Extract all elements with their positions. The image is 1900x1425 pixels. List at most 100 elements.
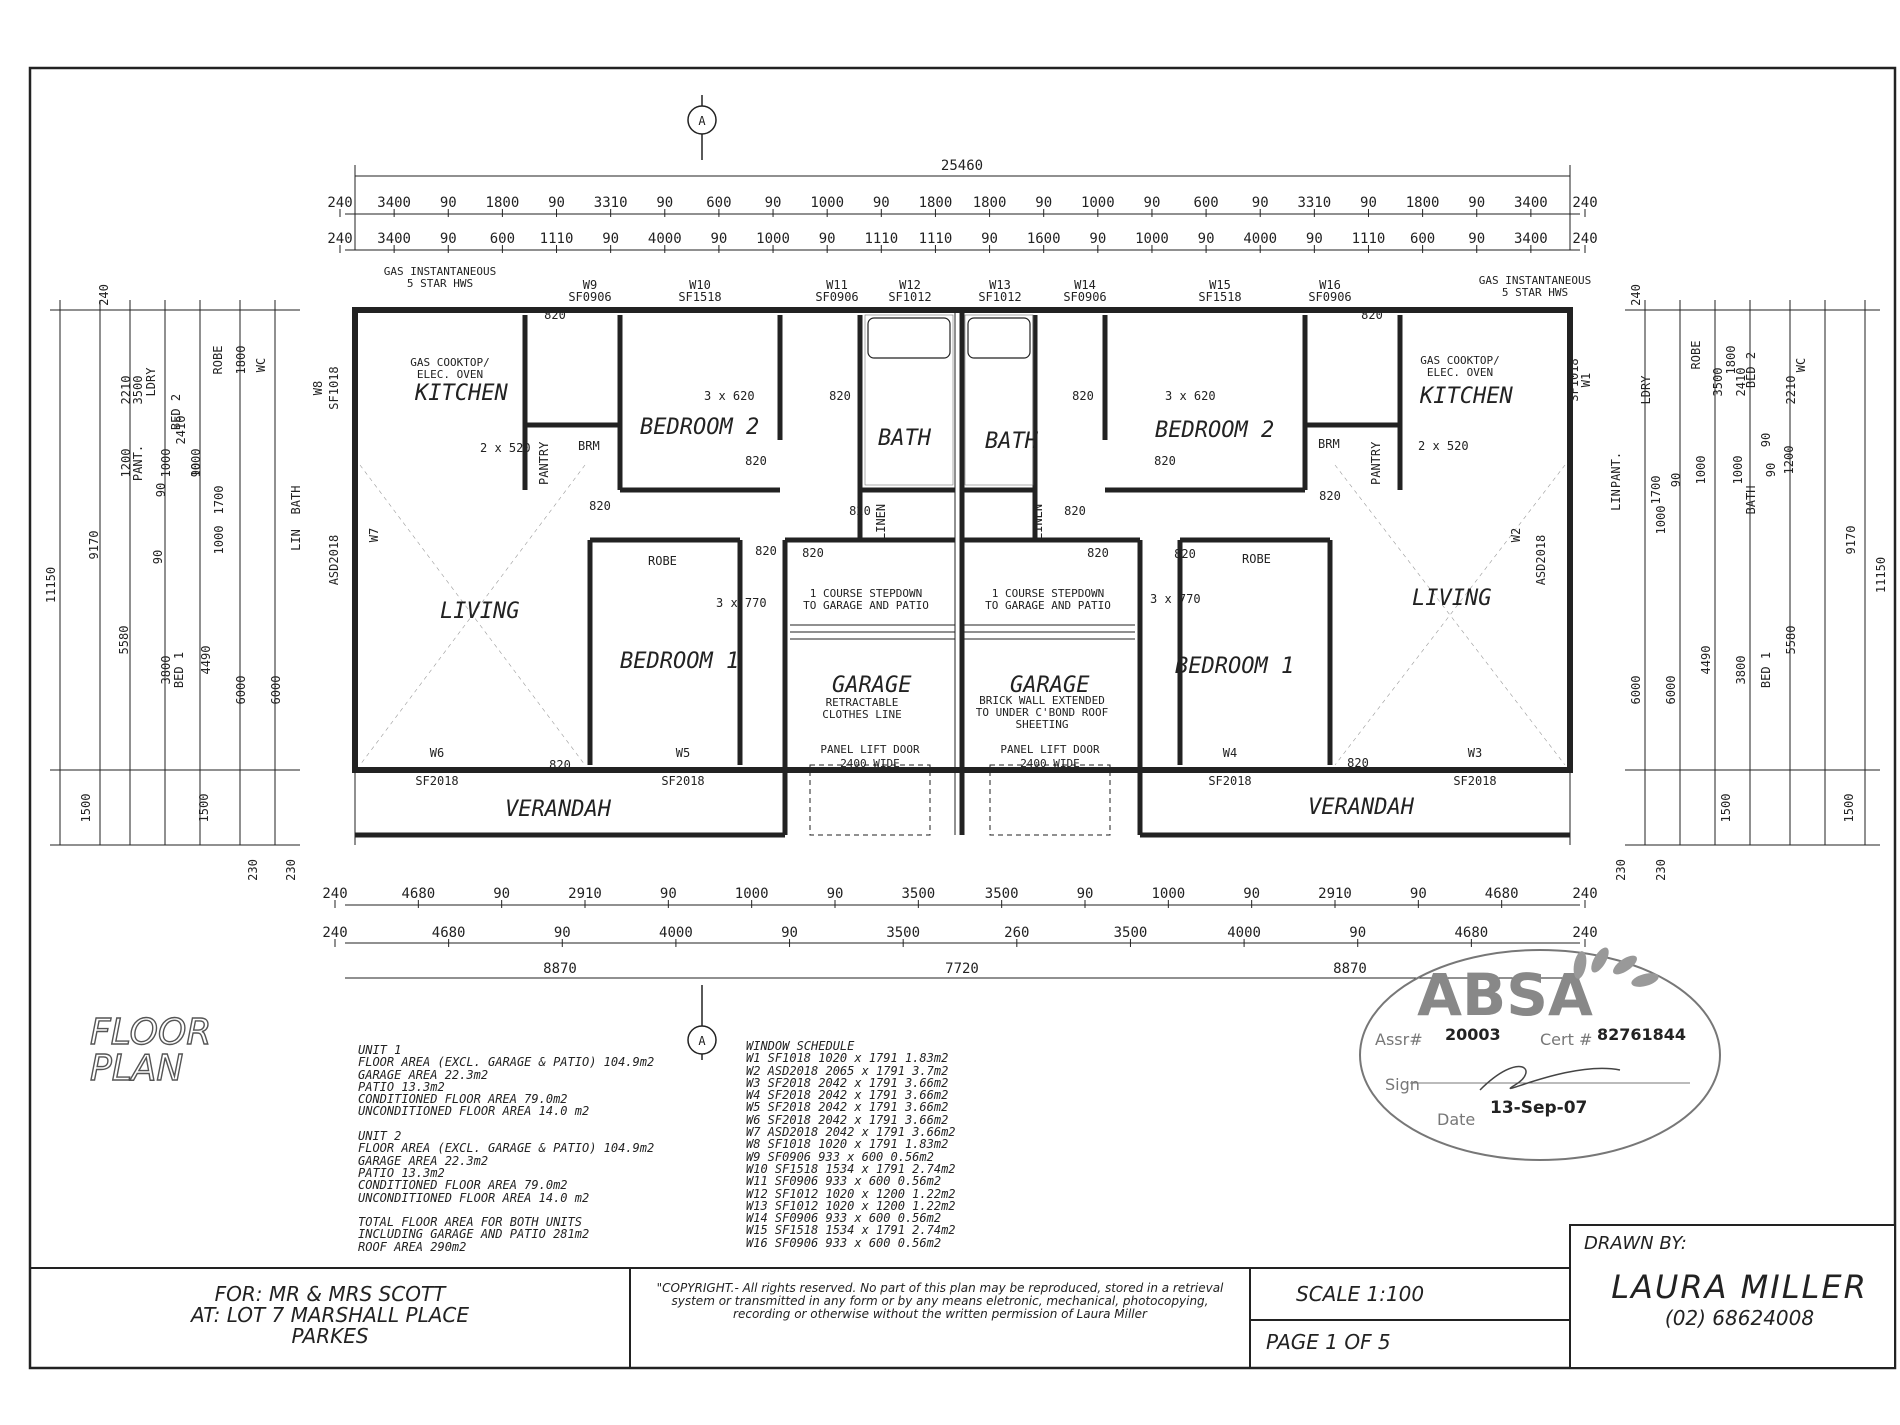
door-tag: 820 — [755, 544, 777, 558]
bathtub-unit2 — [967, 317, 1031, 359]
absa-sun-icon — [1573, 947, 1659, 987]
bottom-dim-label: 90 — [1077, 886, 1094, 902]
left-dim-label: BATH — [289, 486, 303, 515]
window-tag: SF1518 — [1198, 290, 1241, 304]
bedroom2-label-unit1: BEDROOM 2 — [640, 415, 759, 440]
window-tag: SF2018 — [415, 774, 458, 788]
drawing-title: FLOOR PLAN — [89, 1014, 212, 1089]
pantry-label-unit2: PANTRY — [1369, 441, 1383, 485]
bedroom1-label-unit2: BEDROOM 1 — [1175, 654, 1294, 679]
living-label-unit1: LIVING — [440, 599, 519, 624]
note-line: ELEC. OVEN — [417, 368, 483, 381]
section-marker-top: A — [687, 95, 717, 160]
note-line: TO UNDER C'BOND ROOF — [976, 706, 1108, 719]
top-dim-label: 90 — [710, 231, 727, 247]
stamp-sign-label: Sign — [1385, 1075, 1420, 1094]
bottom-total-label: 7720 — [945, 961, 979, 977]
drawn-by-label: DRAWN BY: — [1584, 1233, 1687, 1254]
door-tag: 820 — [1319, 489, 1341, 503]
top-dim-label: 240 — [1572, 231, 1597, 247]
section-marker-bottom-label: A — [698, 1034, 706, 1048]
absa-brand: ABSA — [1417, 961, 1593, 1029]
bottom-total-label: 8870 — [543, 961, 577, 977]
window-tag: W13 — [989, 278, 1011, 292]
window-tag: SF2018 — [1208, 774, 1251, 788]
window-tag: W10 — [689, 278, 711, 292]
top-dim-label: 90 — [1089, 231, 1106, 247]
note-line: SHEETING — [1016, 718, 1069, 731]
top-dim-label: 90 — [1468, 231, 1485, 247]
top-dim-label: 90 — [1360, 195, 1377, 211]
note-line: 1 COURSE STEPDOWN — [992, 587, 1105, 600]
left-dim-label: 2410 — [174, 416, 188, 445]
bottom-dim-label: 90 — [1410, 886, 1427, 902]
window-tag: W6 — [430, 746, 444, 760]
bedroom1-label-unit1: BEDROOM 1 — [620, 649, 739, 674]
top-dim-label: 600 — [490, 231, 515, 247]
right-dim-label: 90 — [1764, 463, 1778, 477]
window-tag: SF2018 — [1453, 774, 1496, 788]
signature-scribble — [1479, 1065, 1621, 1091]
top-dim-label: 90 — [1198, 231, 1215, 247]
top-dim-label: 90 — [656, 195, 673, 211]
drawing-title-line-2: PLAN — [89, 1048, 184, 1089]
bottom-dim-label: 90 — [781, 925, 798, 941]
client-line-3: PARKES — [291, 1324, 369, 1348]
left-dim-label: 230 — [284, 859, 298, 881]
window-tag: SF1018 — [1567, 358, 1581, 401]
top-dim-label: 90 — [1306, 231, 1323, 247]
robe-note-bed1-unit1: 3 x 770 — [716, 596, 767, 610]
top-dim-label: 3400 — [377, 231, 411, 247]
top-dim-label: 240 — [1572, 195, 1597, 211]
left-dim-label: 1000 — [159, 449, 173, 478]
bottom-dim-label: 1000 — [735, 886, 769, 902]
right-dim-label: 1500 — [1719, 794, 1733, 823]
left-dim-label: PANT. — [131, 445, 145, 481]
stamp-cert-label: Cert # — [1540, 1030, 1592, 1049]
right-dim-label: 1700 — [1649, 476, 1663, 505]
left-dim-label: 3800 — [159, 656, 173, 685]
window-tag: SF0906 — [1308, 290, 1351, 304]
right-dim-label: LDRY — [1639, 375, 1653, 405]
overall-width-label: 25460 — [941, 158, 983, 174]
left-dim-label: LIN — [289, 529, 303, 551]
bottom-dim-label: 240 — [1572, 925, 1597, 941]
right-dim-label: 1000 — [1731, 456, 1745, 485]
door-tag: 820 — [1361, 308, 1383, 322]
stamp-cert-value: 82761844 — [1597, 1025, 1686, 1044]
note-line: TO GARAGE AND PATIO — [803, 599, 929, 612]
right-dim-label: 6000 — [1629, 676, 1643, 705]
note-line: PANEL LIFT DOOR — [820, 743, 920, 756]
window-schedule-text: WINDOW SCHEDULE W1 SF1018 1020 x 1791 1.… — [746, 1039, 956, 1250]
bottom-dim-label: 90 — [1349, 925, 1366, 941]
window-tag: W1 — [1579, 373, 1593, 387]
client-line-1: FOR: MR & MRS SCOTT — [214, 1282, 446, 1306]
bottom-dim-label: 4000 — [659, 925, 693, 941]
top-dim-label: 90 — [981, 231, 998, 247]
bath-tiles-unit2 — [964, 314, 1034, 486]
left-dim-label: 1500 — [197, 794, 211, 823]
note-line: GAS INSTANTANEOUS — [1479, 274, 1592, 287]
bottom-dim-label: 4680 — [401, 886, 435, 902]
top-dim-label: 1110 — [540, 231, 574, 247]
right-dim-label: PANT. — [1609, 452, 1623, 488]
stamp-date-label: Date — [1437, 1110, 1475, 1129]
brm-label-unit2: BRM — [1318, 437, 1340, 451]
right-dim-label: 90 — [1669, 473, 1683, 487]
client-line-2: AT: LOT 7 MARSHALL PLACE — [190, 1303, 469, 1327]
left-dim-label: 9170 — [87, 531, 101, 560]
top-dim-label: 1600 — [1027, 231, 1061, 247]
window-tags-unit2: W13SF1012W14SF0906W15SF1518W16SF0906W1SF… — [978, 278, 1593, 788]
window-tag: W16 — [1319, 278, 1341, 292]
bottom-dim-label: 90 — [827, 886, 844, 902]
right-dim-label: 230 — [1614, 859, 1628, 881]
note-line: 2400 WIDE — [1020, 757, 1080, 770]
door-tag: 820 — [829, 389, 851, 403]
note-line: ELEC. OVEN — [1427, 366, 1493, 379]
left-dim-label: 1700 — [212, 486, 226, 515]
right-dim-label: 9170 — [1844, 526, 1858, 555]
